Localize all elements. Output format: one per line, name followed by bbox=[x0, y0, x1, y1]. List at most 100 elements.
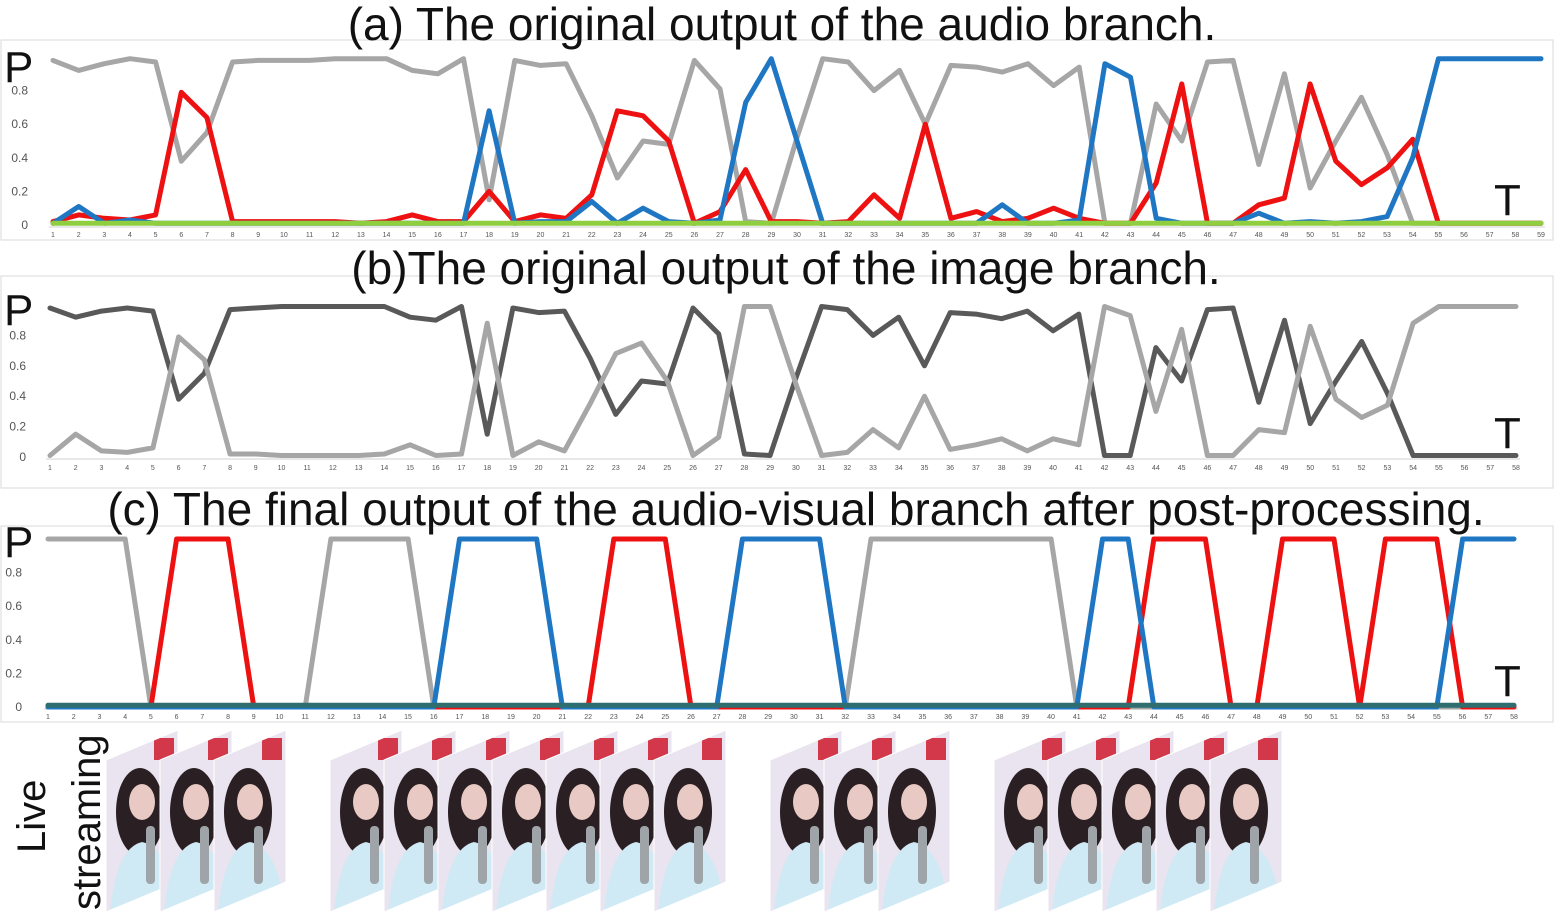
panel-c: (c) The final output of the audio-visual… bbox=[0, 483, 1554, 723]
x-tick-label: 1 bbox=[46, 714, 50, 721]
y-tick-label: 0.8 bbox=[9, 328, 26, 342]
x-tick-label: 29 bbox=[764, 714, 772, 721]
x-tick-label: 17 bbox=[460, 232, 468, 239]
x-tick-label: 42 bbox=[1101, 232, 1109, 239]
x-tick-label: 37 bbox=[972, 465, 980, 472]
x-tick-label: 43 bbox=[1124, 714, 1132, 721]
x-tick-label: 41 bbox=[1073, 714, 1081, 721]
x-tick-label: 23 bbox=[612, 465, 620, 472]
x-tick-label: 5 bbox=[149, 714, 153, 721]
x-tick-label: 53 bbox=[1384, 465, 1392, 472]
x-tick-label: 40 bbox=[1050, 232, 1058, 239]
x-tick-label: 12 bbox=[327, 714, 335, 721]
x-tick-label: 3 bbox=[99, 465, 103, 472]
series-line-2 bbox=[47, 304, 1519, 458]
x-tick-label: 2 bbox=[77, 232, 81, 239]
panel-b-border bbox=[0, 275, 1554, 489]
x-tick-label: 23 bbox=[614, 232, 622, 239]
x-tick-label: 4 bbox=[123, 714, 127, 721]
y-tick-label: 0.2 bbox=[5, 666, 22, 680]
x-tick-label: 19 bbox=[507, 714, 515, 721]
x-tick-label: 54 bbox=[1409, 465, 1417, 472]
y-tick-label: 0.6 bbox=[11, 117, 28, 131]
panel-c-y-label: P bbox=[4, 518, 33, 567]
x-tick-label: 26 bbox=[687, 714, 695, 721]
y-tick-label: 0.8 bbox=[5, 566, 22, 580]
x-tick-label: 19 bbox=[509, 465, 517, 472]
x-tick-label: 25 bbox=[661, 714, 669, 721]
x-tick-label: 41 bbox=[1075, 232, 1083, 239]
x-tick-label: 10 bbox=[280, 232, 288, 239]
panel-b-x-label: T bbox=[1494, 409, 1521, 458]
x-tick-label: 32 bbox=[844, 232, 852, 239]
y-tick-label: 0 bbox=[15, 700, 22, 714]
x-tick-label: 52 bbox=[1358, 465, 1366, 472]
x-tick-label: 45 bbox=[1178, 232, 1186, 239]
x-tick-label: 55 bbox=[1434, 232, 1442, 239]
x-tick-label: 15 bbox=[406, 465, 414, 472]
x-tick-label: 20 bbox=[533, 714, 541, 721]
x-tick-label: 48 bbox=[1253, 714, 1261, 721]
panel-a-title: (a) The original output of the audio bra… bbox=[348, 0, 1217, 50]
streaming-label: streaming bbox=[65, 734, 109, 910]
x-tick-label: 50 bbox=[1304, 714, 1312, 721]
x-tick-label: 20 bbox=[537, 232, 545, 239]
x-tick-label: 46 bbox=[1201, 714, 1209, 721]
x-tick-label: 30 bbox=[790, 714, 798, 721]
panel-a-x-label: T bbox=[1494, 176, 1521, 225]
x-tick-label: 54 bbox=[1409, 232, 1417, 239]
x-tick-label: 28 bbox=[742, 232, 750, 239]
live-label: Live bbox=[10, 780, 54, 853]
video-frame bbox=[1209, 729, 1283, 913]
x-tick-label: 36 bbox=[946, 465, 954, 472]
x-tick-label: 52 bbox=[1356, 714, 1364, 721]
x-tick-label: 34 bbox=[896, 232, 904, 239]
x-tick-label: 6 bbox=[179, 232, 183, 239]
panel-b: (b)The original output of the image bran… bbox=[0, 242, 1554, 489]
x-tick-label: 12 bbox=[329, 465, 337, 472]
x-tick-label: 27 bbox=[713, 714, 721, 721]
x-tick-label: 18 bbox=[483, 465, 491, 472]
x-tick-label: 48 bbox=[1255, 465, 1263, 472]
y-tick-label: 0 bbox=[21, 218, 28, 232]
x-tick-label: 3 bbox=[97, 714, 101, 721]
x-tick-label: 56 bbox=[1460, 232, 1468, 239]
x-tick-label: 23 bbox=[610, 714, 618, 721]
x-tick-label: 38 bbox=[998, 232, 1006, 239]
panel-b-title: (b)The original output of the image bran… bbox=[351, 242, 1220, 294]
x-tick-label: 51 bbox=[1332, 465, 1340, 472]
x-tick-label: 12 bbox=[331, 232, 339, 239]
x-tick-label: 24 bbox=[639, 232, 647, 239]
x-tick-label: 8 bbox=[231, 232, 235, 239]
x-tick-label: 59 bbox=[1537, 232, 1545, 239]
x-tick-label: 40 bbox=[1047, 714, 1055, 721]
x-tick-label: 53 bbox=[1383, 232, 1391, 239]
x-tick-label: 31 bbox=[819, 232, 827, 239]
x-tick-label: 16 bbox=[432, 465, 440, 472]
x-tick-label: 6 bbox=[177, 465, 181, 472]
y-tick-label: 0.4 bbox=[5, 633, 22, 647]
x-tick-label: 19 bbox=[511, 232, 519, 239]
panel-a-border bbox=[0, 39, 1554, 241]
y-tick-label: 0.8 bbox=[11, 84, 28, 98]
x-tick-label: 44 bbox=[1152, 465, 1160, 472]
x-tick-label: 28 bbox=[739, 714, 747, 721]
x-tick-label: 35 bbox=[921, 232, 929, 239]
x-tick-label: 43 bbox=[1127, 232, 1135, 239]
x-tick-label: 5 bbox=[154, 232, 158, 239]
video-frame bbox=[213, 729, 287, 913]
x-tick-label: 35 bbox=[921, 465, 929, 472]
x-tick-label: 47 bbox=[1229, 465, 1237, 472]
x-tick-label: 39 bbox=[1023, 465, 1031, 472]
panel-c-x-label: T bbox=[1494, 657, 1521, 706]
x-tick-label: 22 bbox=[584, 714, 592, 721]
x-tick-label: 15 bbox=[404, 714, 412, 721]
x-tick-label: 46 bbox=[1204, 232, 1212, 239]
y-tick-label: 0 bbox=[19, 450, 26, 464]
y-tick-label: 0.4 bbox=[11, 151, 28, 165]
x-tick-label: 38 bbox=[996, 714, 1004, 721]
x-tick-label: 57 bbox=[1484, 714, 1492, 721]
x-tick-label: 10 bbox=[278, 465, 286, 472]
